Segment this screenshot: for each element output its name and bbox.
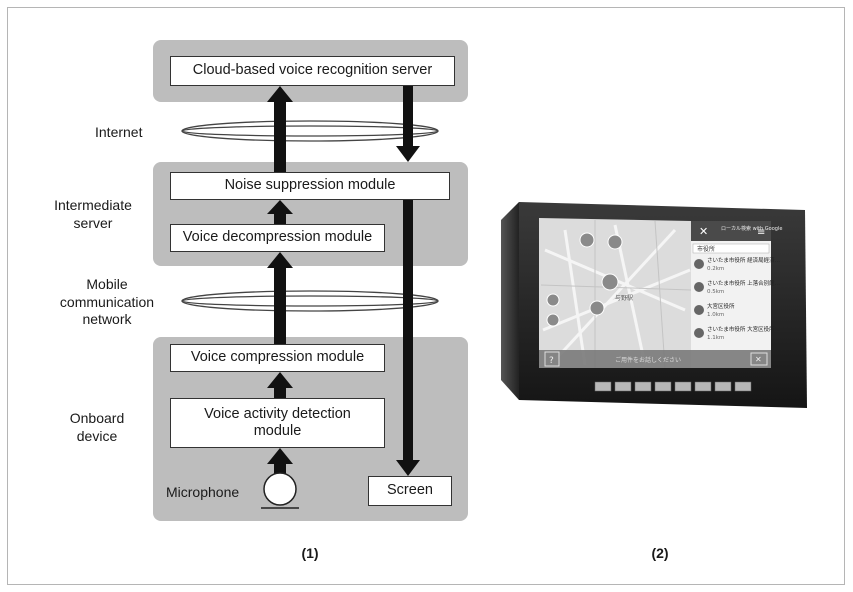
internet-network-icon (181, 120, 439, 142)
voice-compression-box: Voice compression module (170, 344, 385, 372)
mobile-network-icon (181, 290, 439, 312)
microphone-label: Microphone (166, 484, 240, 500)
downlink-arrow (396, 86, 420, 476)
device-result-3: 大宮区役所 (707, 302, 735, 310)
navigation-device-photo: ✕ ローカル検索 with Google ≡ 市役所 さいたま市役所 経済局経済… (501, 202, 807, 408)
device-result-1-dist: 0.2km (707, 266, 724, 272)
device-search: 市役所 (697, 245, 715, 253)
caption-2: (2) (651, 545, 669, 561)
device-result-4-dist: 1.1km (707, 335, 724, 341)
device-result-2: さいたま市役所 上落合別館… (707, 279, 780, 287)
mobile-network-label: Mobile communication network (59, 276, 155, 327)
voice-decompression-box: Voice decompression module (170, 224, 385, 252)
onboard-device-label: Onboard device (69, 410, 125, 444)
device-result-3-dist: 1.0km (707, 312, 724, 318)
internet-label: Internet (95, 124, 143, 140)
svg-text:?: ? (549, 356, 554, 366)
svg-text:≡: ≡ (757, 227, 765, 238)
voice-activity-box: Voice activity detection module (170, 398, 385, 448)
cloud-server-box: Cloud-based voice recognition server (170, 56, 455, 86)
device-result-2-dist: 0.5km (707, 289, 724, 295)
figure-border (7, 7, 845, 585)
microphone-icon (261, 472, 299, 509)
device-title: ローカル検索 with Google (721, 225, 782, 232)
svg-text:✕: ✕ (699, 225, 708, 238)
device-result-4: さいたま市役所 大宮区役所… (707, 325, 780, 333)
noise-suppression-box: Noise suppression module (170, 172, 450, 200)
device-bottom-message: ご用件をお話しください (615, 356, 681, 364)
uplink-arrow (267, 86, 293, 474)
screen-box: Screen (368, 476, 452, 506)
device-result-1: さいたま市役所 経済局経済… (707, 256, 780, 264)
svg-text:✕: ✕ (755, 355, 762, 364)
device-map-label: 与野駅 (615, 294, 633, 302)
intermediate-server-label: Intermediate server (54, 197, 132, 231)
caption-1: (1) (301, 545, 319, 561)
